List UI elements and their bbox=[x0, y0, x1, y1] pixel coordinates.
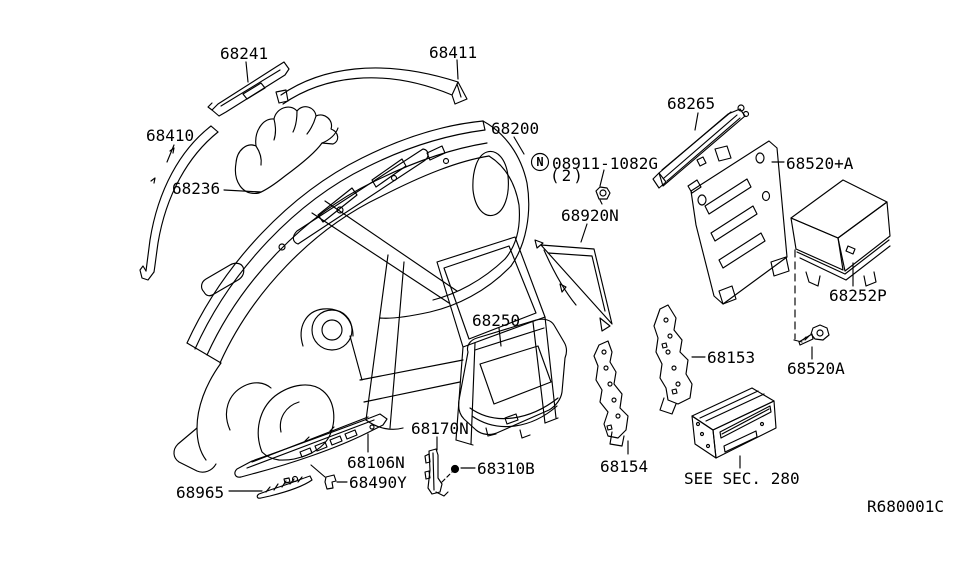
part-label-68411[interactable]: 68411 bbox=[429, 43, 478, 62]
art-instrument-panel-68200 bbox=[173, 120, 559, 473]
part-label-68265[interactable]: 68265 bbox=[667, 94, 716, 113]
art-rail-68265 bbox=[652, 104, 750, 189]
part-label-68106n[interactable]: 68106N bbox=[347, 453, 405, 472]
part-label-68153[interactable]: 68153 bbox=[707, 348, 756, 367]
part-label-68410[interactable]: 68410 bbox=[146, 126, 195, 145]
art-clip-68490y bbox=[324, 474, 337, 490]
part-label-68252p[interactable]: 68252P bbox=[829, 286, 887, 305]
art-bracket-68170n bbox=[424, 448, 449, 497]
part-label-68200[interactable]: 68200 bbox=[491, 119, 540, 138]
part-label-68520pa[interactable]: 68520+A bbox=[786, 154, 854, 173]
part-label-68490y[interactable]: 68490Y bbox=[349, 473, 407, 492]
art-bracket-68153 bbox=[653, 304, 693, 415]
part-label-68236[interactable]: 68236 bbox=[172, 179, 221, 198]
part-label-68310b[interactable]: 68310B bbox=[477, 459, 535, 478]
fastener-qty: (2) bbox=[550, 166, 585, 185]
part-label-68250[interactable]: 68250 bbox=[472, 311, 521, 330]
art-bolt-68520a bbox=[798, 324, 830, 346]
art-side-finisher-68920n bbox=[534, 239, 613, 332]
art-screw-68310b bbox=[450, 464, 460, 474]
art-display-unit-68250 bbox=[458, 318, 567, 439]
part-label-68920n[interactable]: 68920N bbox=[561, 206, 619, 225]
art-strip-68411 bbox=[275, 67, 468, 105]
leader-lines bbox=[166, 59, 854, 492]
diagram-ref-code: R680001C bbox=[867, 497, 945, 516]
art-fastener-nut bbox=[530, 152, 611, 205]
art-strip-68241 bbox=[207, 61, 290, 117]
part-label-08911-1082g[interactable]: 08911-1082G bbox=[552, 154, 658, 173]
art-lid-box-68252p bbox=[790, 179, 891, 287]
part-label-68154[interactable]: 68154 bbox=[600, 457, 649, 476]
part-label-68170n[interactable]: 68170N bbox=[411, 419, 469, 438]
art-strip-68965 bbox=[256, 475, 313, 499]
art-strip-68410 bbox=[139, 125, 219, 281]
art-bracket-68154 bbox=[593, 340, 629, 447]
part-label-68241[interactable]: 68241 bbox=[220, 44, 269, 63]
art-bracket-68520pa bbox=[687, 140, 790, 305]
part-label-68965[interactable]: 68965 bbox=[176, 483, 225, 502]
see-section-note[interactable]: SEE SEC. 280 bbox=[684, 469, 800, 488]
art-knee-panel-68106n bbox=[234, 413, 388, 478]
fastener-symbol-n: N bbox=[536, 155, 544, 169]
circled-n-symbol bbox=[530, 152, 550, 172]
art-radio-unit bbox=[691, 387, 777, 459]
part-label-68520a[interactable]: 68520A bbox=[787, 359, 845, 378]
art-cluster-lid-68236 bbox=[234, 106, 339, 194]
